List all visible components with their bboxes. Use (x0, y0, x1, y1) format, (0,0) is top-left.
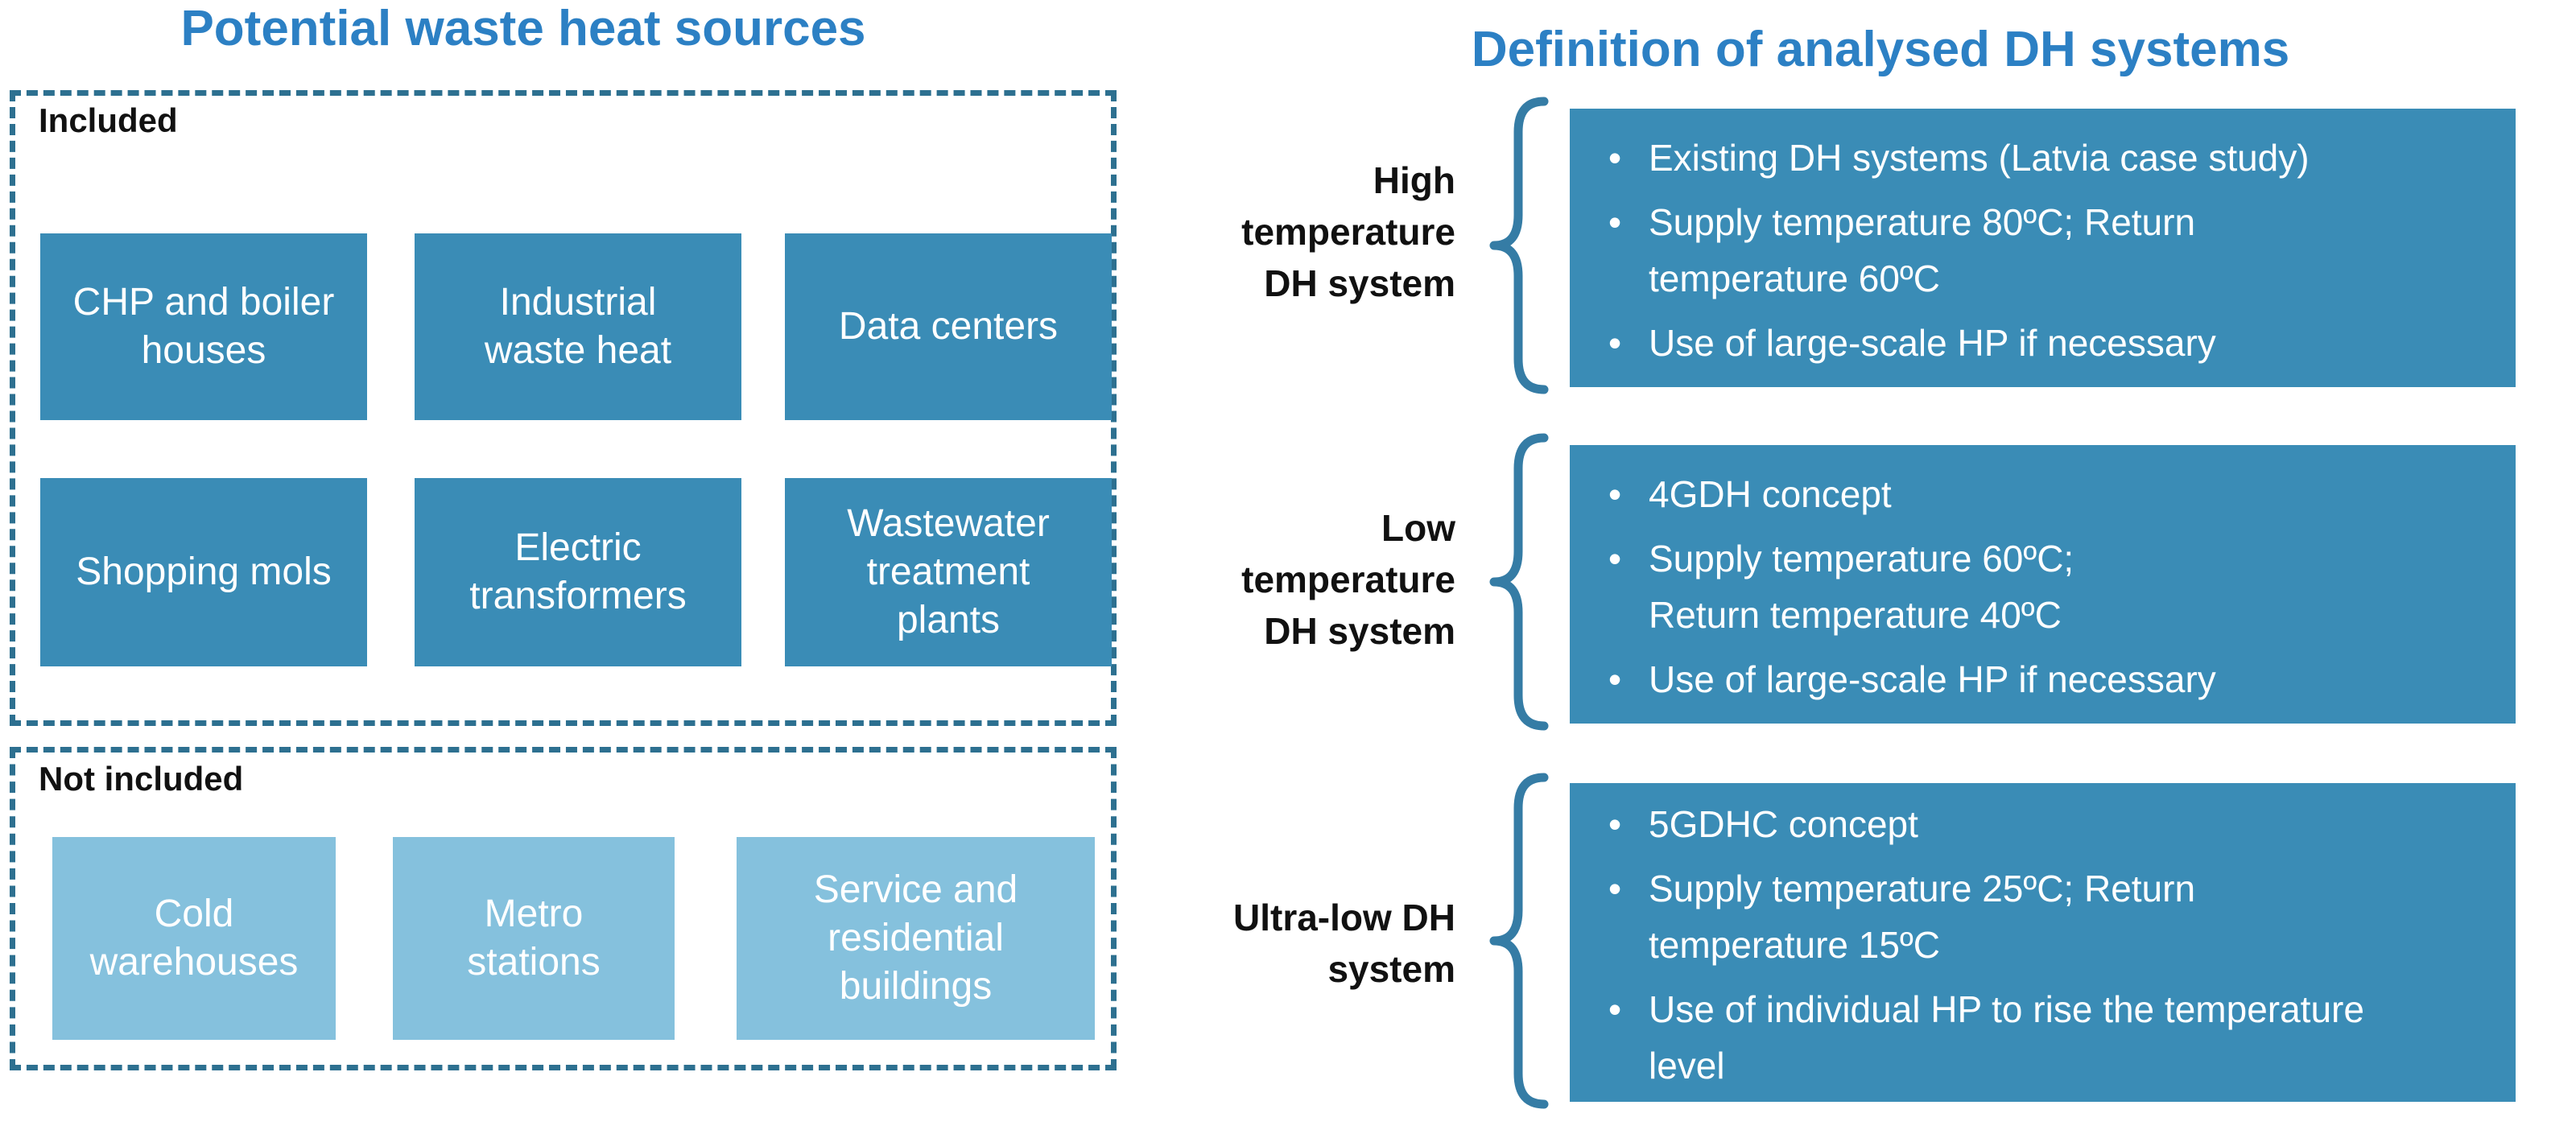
source-box-shopping-mols: Shopping mols (40, 478, 367, 666)
curly-brace-icon (1489, 97, 1549, 394)
not-included-group-box (10, 747, 1117, 1070)
left-section-title: Potential waste heat sources (180, 1, 866, 56)
source-box-data-centers: Data centers (785, 233, 1112, 420)
definition-box-high-temperature: Existing DH systems (Latvia case study) … (1570, 109, 2516, 387)
source-box-wastewater-treatment-plants: Wastewater treatment plants (785, 478, 1112, 666)
included-group-box (10, 90, 1117, 726)
brace-path (1489, 433, 1549, 731)
bullet-item: Existing DH systems (Latvia case study) (1607, 130, 2493, 186)
bullet-list: 5GDHC concept Supply temperature 25ºC; R… (1570, 783, 2516, 1094)
source-box-industrial-waste-heat: Industrial waste heat (415, 233, 741, 420)
bullet-item: Use of large-scale HP if necessary (1607, 315, 2493, 371)
bullet-list: 4GDH concept Supply temperature 60ºC; Re… (1570, 445, 2516, 707)
group-label-low-temperature: Low temperature DH system (1241, 507, 1455, 652)
curly-brace-icon (1489, 773, 1549, 1109)
bullet-item: 5GDHC concept (1607, 796, 2493, 852)
group-label-ultra-low: Ultra-low DH system (1233, 897, 1455, 990)
bullet-item: Use of individual HP to rise the tempera… (1607, 981, 2493, 1094)
source-box-electric-transformers: Electric transformers (415, 478, 741, 666)
source-box-cold-warehouses: Cold warehouses (52, 837, 336, 1040)
source-box-chp-boiler-houses: CHP and boiler houses (40, 233, 367, 420)
bullet-item: Use of large-scale HP if necessary (1607, 651, 2493, 707)
right-section-title: Definition of analysed DH systems (1471, 22, 2290, 77)
included-label: Included (39, 101, 178, 139)
not-included-label: Not included (39, 760, 244, 798)
bullet-item: Supply temperature 60ºC; Return temperat… (1607, 530, 2493, 643)
definition-box-ultra-low: 5GDHC concept Supply temperature 25ºC; R… (1570, 783, 2516, 1102)
source-box-metro-stations: Metro stations (393, 837, 675, 1040)
bullet-item: Supply temperature 80ºC; Return temperat… (1607, 194, 2493, 307)
curly-brace-icon (1489, 433, 1549, 731)
brace-path (1489, 773, 1549, 1109)
group-label-high-temperature: High temperature DH system (1241, 159, 1455, 304)
bullet-item: Supply temperature 25ºC; Return temperat… (1607, 860, 2493, 973)
bullet-item: 4GDH concept (1607, 466, 2493, 522)
brace-path (1489, 97, 1549, 394)
definition-box-low-temperature: 4GDH concept Supply temperature 60ºC; Re… (1570, 445, 2516, 724)
source-box-service-residential-buildings: Service and residential buildings (737, 837, 1095, 1040)
bullet-list: Existing DH systems (Latvia case study) … (1570, 109, 2516, 371)
